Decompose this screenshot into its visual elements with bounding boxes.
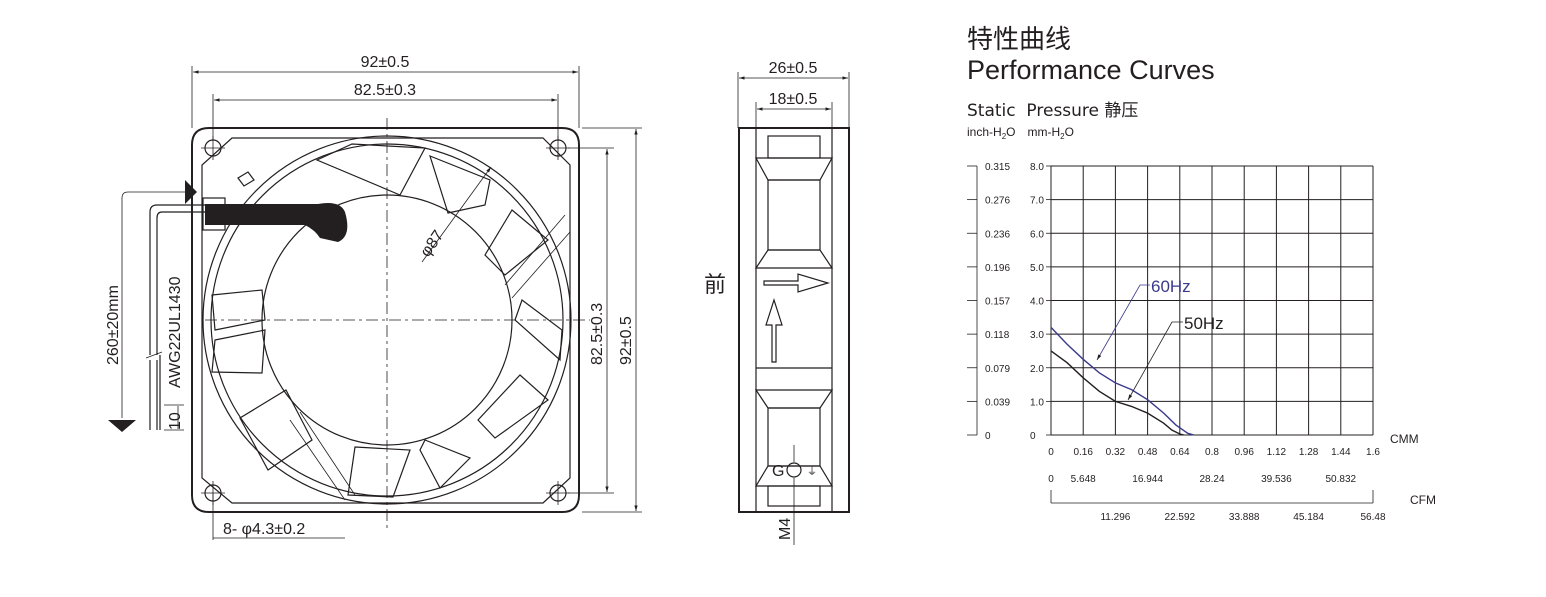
front-view: φ87 92±0.5 82.5±0.3 82.5±0.3 92±0.5 xyxy=(105,54,642,540)
mm-tick-label: 1.0 xyxy=(1030,397,1044,408)
dim-lead-length: 260±20mm AWG22UL1430 10 xyxy=(105,180,197,432)
cmm-tick-label: 0 xyxy=(1048,447,1054,458)
overall-height-label: 92±0.5 xyxy=(618,316,635,365)
cfm-tick-label-upper: 50.832 xyxy=(1326,474,1357,485)
screw-size-label: M4 xyxy=(777,518,794,540)
mm-tick-label: 6.0 xyxy=(1030,229,1044,240)
dim-hole-pitch-width: 82.5±0.3 xyxy=(212,82,559,140)
label-50hz: 50Hz xyxy=(1184,314,1224,333)
dim-hole-pitch-height: 82.5±0.3 xyxy=(568,147,614,494)
side-view: 26±0.5 18±0.5 前 G ⏚ M4 xyxy=(704,60,850,545)
depth-inner-label: 18±0.5 xyxy=(769,91,818,108)
series-label-60hz: 60Hz xyxy=(1096,277,1191,361)
inch-tick-label: 0.276 xyxy=(985,196,1010,207)
mounting-holes-label: 8- φ4.3±0.2 xyxy=(223,521,305,538)
inch-tick-label: 0 xyxy=(985,431,991,442)
airflow-arrow-icon xyxy=(763,273,831,293)
inch-axis: 0.315 0.276 0.236 0.196 0.157 0.118 0.079 0.039… xyxy=(967,162,1010,442)
series-line-50hz xyxy=(1050,350,1184,436)
lead-wires xyxy=(145,204,205,430)
dim-mounting-holes: 8- φ4.3±0.2 xyxy=(212,493,345,540)
mm-tick-label: 7.0 xyxy=(1030,196,1044,207)
cfm-tick-label-lower: 22.592 xyxy=(1165,512,1196,523)
inch-tick-label: 0.118 xyxy=(985,330,1010,341)
cfm-tick-label-upper: 0 xyxy=(1048,474,1054,485)
chart-series xyxy=(1050,326,1195,436)
series-line-60hz xyxy=(1050,326,1195,436)
cfm-tick-label-upper: 39.536 xyxy=(1261,474,1292,485)
cfm-tick-label-upper: 28.24 xyxy=(1199,474,1224,485)
inch-tick-label: 0.079 xyxy=(985,364,1010,375)
inch-tick-label: 0.157 xyxy=(985,297,1010,308)
depth-label: 26±0.5 xyxy=(769,60,818,77)
lead-wire-spec-label: AWG22UL1430 xyxy=(167,276,184,388)
mm-tick-label: 2.0 xyxy=(1030,364,1044,375)
dim-depth-inner: 18±0.5 xyxy=(755,91,833,128)
fan-inner-frame xyxy=(201,137,571,504)
cfm-tick-label-lower: 56.48 xyxy=(1360,512,1385,523)
mm-tick-label: 8.0 xyxy=(1030,162,1044,173)
series-label-50hz: 50Hz xyxy=(1127,314,1224,401)
inch-tick-label: 0.039 xyxy=(985,397,1010,408)
mm-tick-label: 0 xyxy=(1030,431,1036,442)
mm-tick-label: 5.0 xyxy=(1030,263,1044,274)
rotation-arrow-icon xyxy=(765,298,783,363)
performance-curves: 特性曲线 Performance Curves Static Pressure … xyxy=(967,25,1436,523)
cfm-tick-label-lower: 33.888 xyxy=(1229,512,1260,523)
hole-pitch-width-label: 82.5±0.3 xyxy=(354,82,416,99)
mm-tick-label: 4.0 xyxy=(1030,297,1044,308)
cfm-axis-label: CFM xyxy=(1410,493,1436,507)
label-60hz: 60Hz xyxy=(1151,277,1191,296)
inch-tick-label: 0.196 xyxy=(985,263,1010,274)
dim-overall-height: 92±0.5 xyxy=(582,127,642,513)
cmm-tick-label: 1.28 xyxy=(1299,447,1319,458)
cfm-tick-label-upper: 16.944 xyxy=(1132,474,1163,485)
fan-blades xyxy=(211,143,563,498)
cmm-tick-label: 1.44 xyxy=(1331,447,1351,458)
lead-length-label: 260±20mm xyxy=(105,285,122,365)
cfm-tick-label-lower: 45.184 xyxy=(1293,512,1324,523)
inch-tick-label: 0.315 xyxy=(985,162,1010,173)
ground-symbol-icon: ⏚ xyxy=(807,466,817,478)
cmm-tick-label: 1.6 xyxy=(1366,447,1380,458)
curves-title-cn: 特性曲线 xyxy=(967,25,1071,55)
ground-label: G xyxy=(772,463,784,480)
inch-tick-label: 0.236 xyxy=(985,229,1010,240)
cmm-tick-label: 0.8 xyxy=(1205,447,1219,458)
cmm-tick-label: 0.64 xyxy=(1170,447,1190,458)
fan-frame xyxy=(191,127,580,513)
cfm-tick-label-lower: 11.296 xyxy=(1100,512,1130,523)
front-side-label: 前 xyxy=(704,273,726,298)
mm-axis: 8.0 7.0 6.0 5.0 4.0 3.0 2.0 1.0 0 xyxy=(1030,162,1051,442)
cmm-axis-label: CMM xyxy=(1390,432,1419,446)
cmm-axis: 0 0.16 0.32 0.48 0.64 0.8 0.96 1.12 1.28 1.44 1.6 xyxy=(1048,447,1380,458)
curves-subtitle: Static Pressure 静压 xyxy=(967,101,1138,121)
cfm-axis: 0 5.648 16.944 28.24 39.536 50.832 11.296 22.59… xyxy=(1048,474,1386,523)
curves-title-en: Performance Curves xyxy=(967,55,1215,85)
cmm-tick-label: 1.12 xyxy=(1267,447,1287,458)
strip-length-label: 10 xyxy=(167,412,184,430)
overall-width-label: 92±0.5 xyxy=(361,54,410,71)
hole-pitch-height-label: 82.5±0.3 xyxy=(589,303,606,365)
cmm-tick-label: 0.48 xyxy=(1138,447,1158,458)
mm-tick-label: 3.0 xyxy=(1030,330,1044,341)
cmm-tick-label: 0.32 xyxy=(1106,447,1126,458)
cmm-tick-label: 0.16 xyxy=(1073,447,1093,458)
chart-grid xyxy=(1050,165,1374,436)
dim-depth: 26±0.5 xyxy=(737,60,850,128)
cmm-tick-label: 0.96 xyxy=(1234,447,1254,458)
lead-wire-exit xyxy=(205,203,348,242)
dim-overall-width: 92±0.5 xyxy=(191,54,580,128)
blade-diameter-label: φ87 xyxy=(417,227,447,260)
cfm-tick-label-upper: 5.648 xyxy=(1071,474,1096,485)
